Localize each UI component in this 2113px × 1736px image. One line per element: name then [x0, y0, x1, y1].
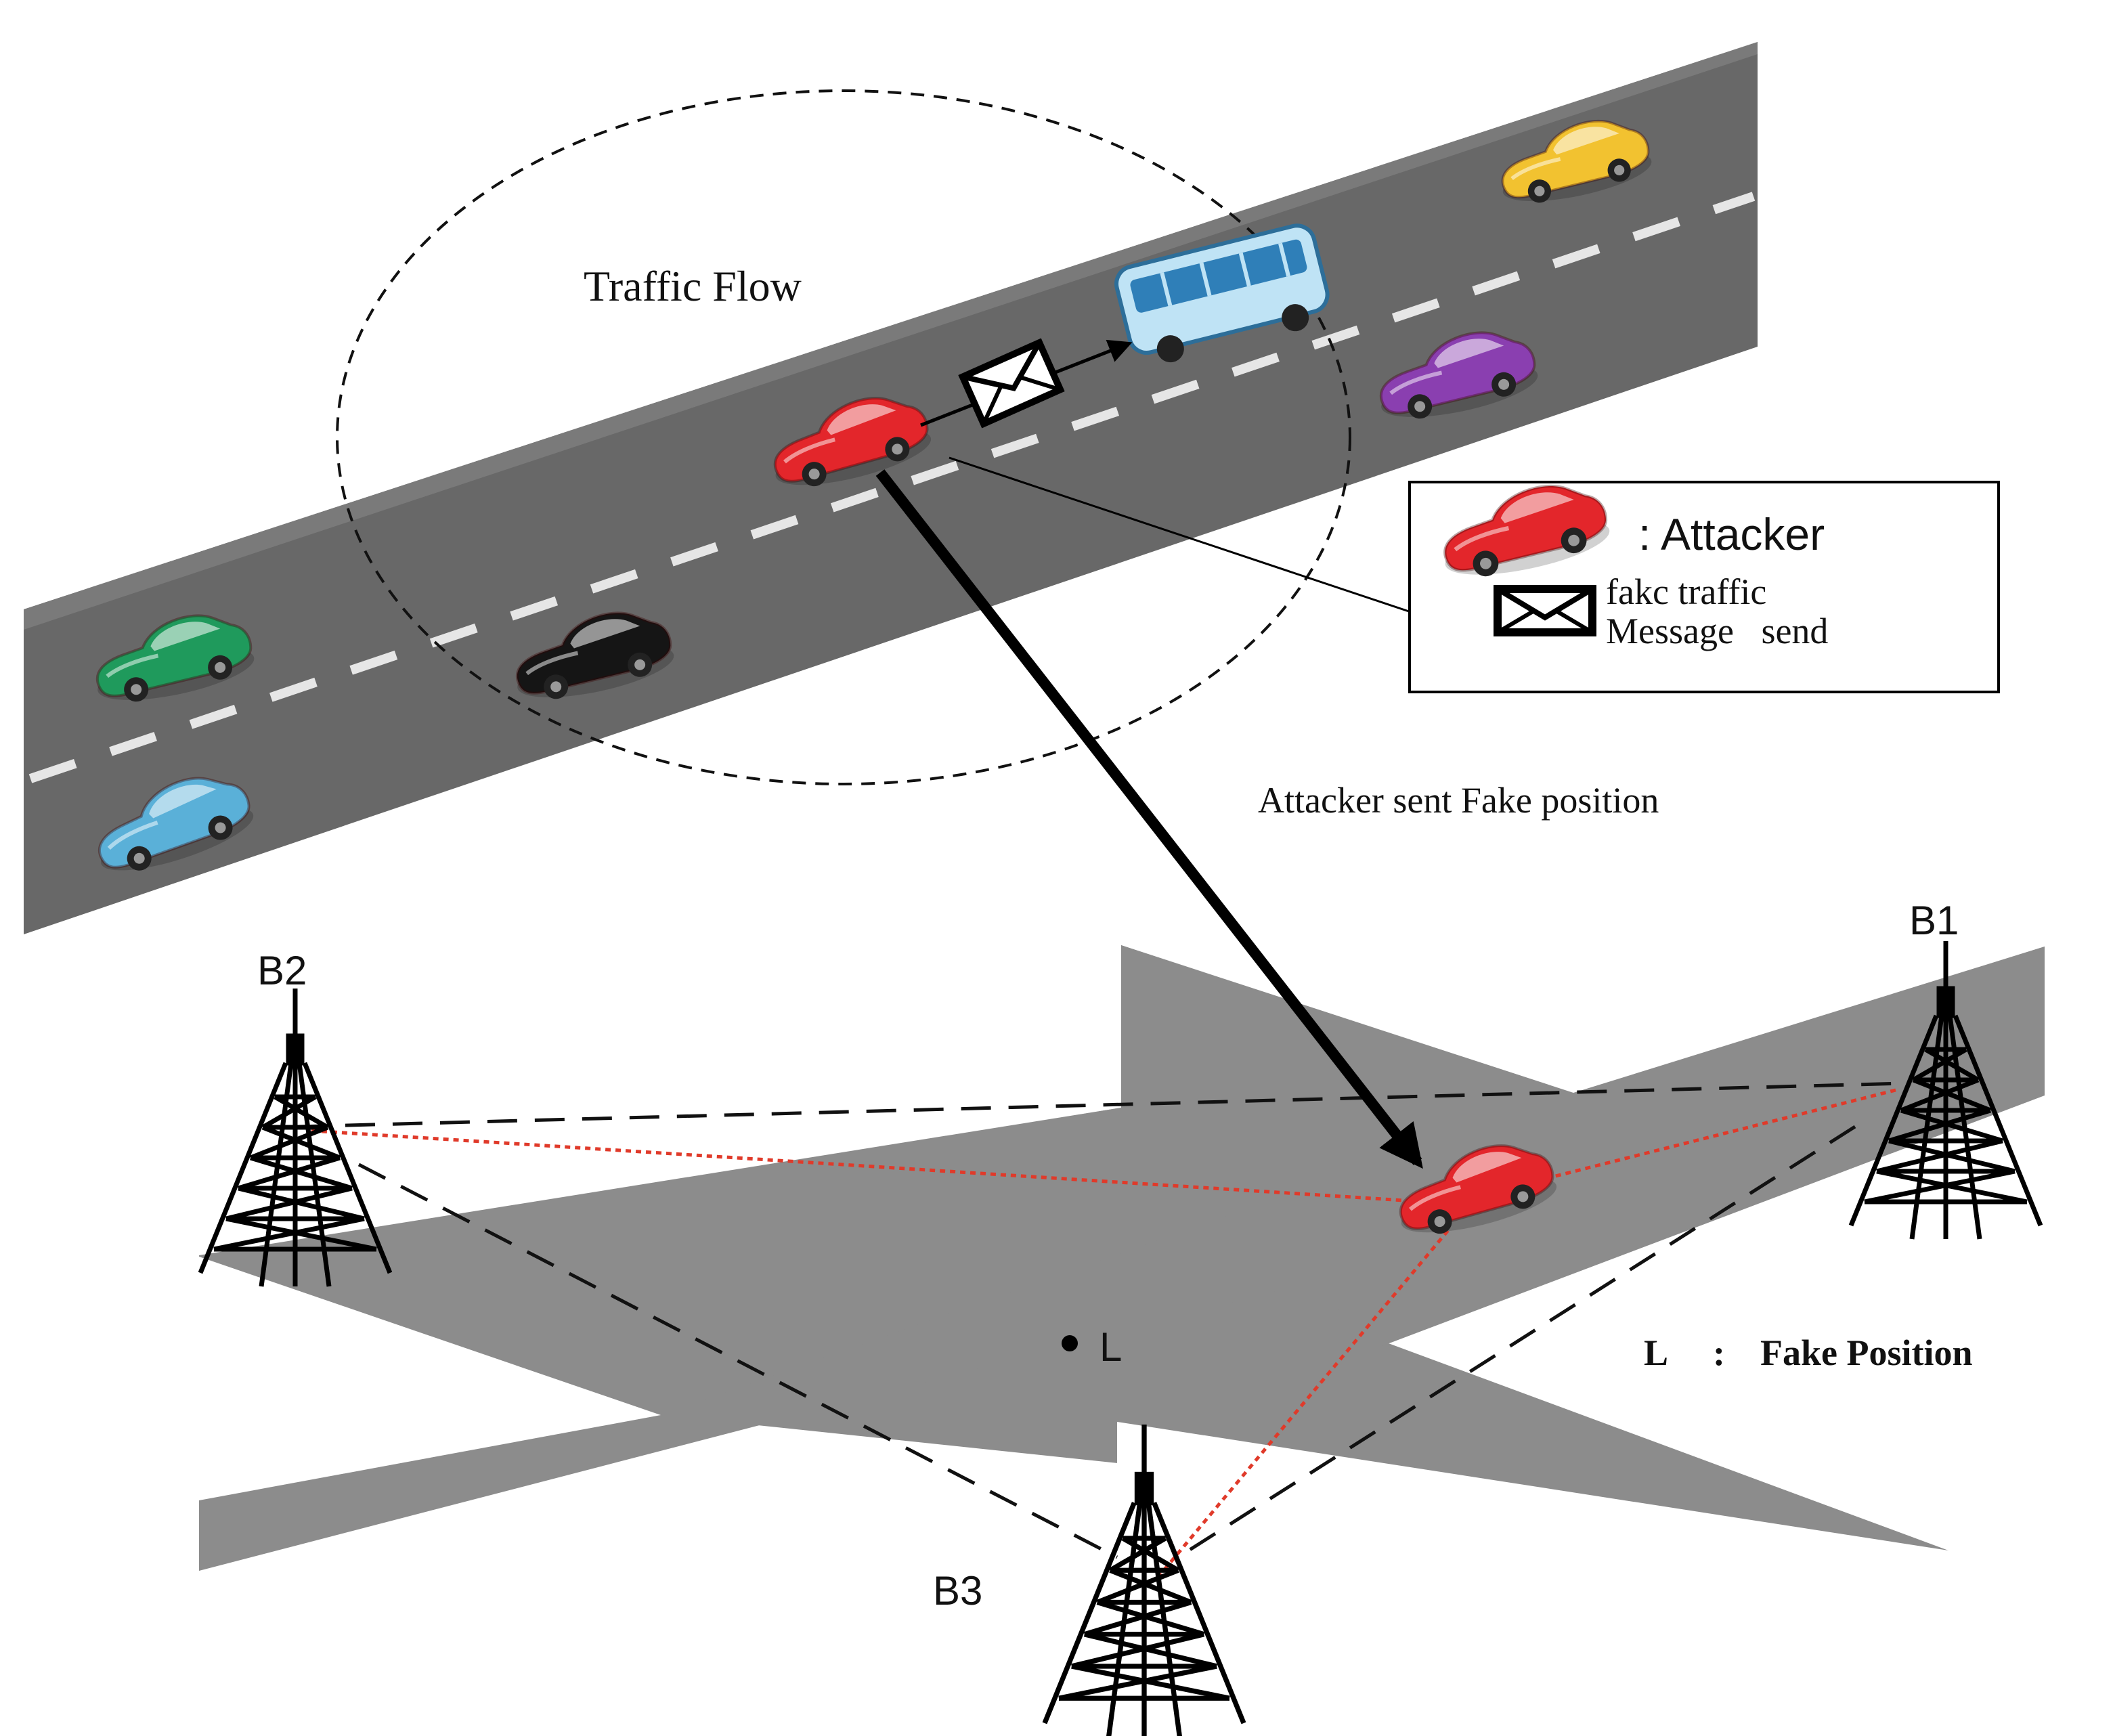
road-cutout-top	[1121, 934, 2045, 1094]
distance-b1-car	[1536, 1088, 1896, 1183]
bus	[1114, 223, 1330, 363]
triangulation-dashed-b1-b3	[1177, 1125, 1856, 1559]
legend-leader-line	[949, 456, 1420, 616]
legend-envelope-icon	[1494, 585, 1596, 636]
fake-position-arrow	[875, 469, 1423, 1169]
cross-road-vertical-top	[1121, 945, 2045, 1347]
road-cutout-left	[199, 1257, 661, 1500]
fake-position-dot	[1062, 1335, 1078, 1351]
fake-position-description: Fake Position	[1760, 1332, 1973, 1373]
highway-shoulder-shade	[24, 42, 1758, 630]
tower-label-b3: B3	[933, 1568, 982, 1613]
triangulation-dashed	[297, 1081, 1904, 1129]
legend: : Attacker fakc traffic Message send	[1408, 475, 2000, 693]
fake-position-point-label: L	[1099, 1324, 1122, 1370]
fake-position-separator: :	[1713, 1332, 1725, 1373]
distance-b2-car	[311, 1129, 1416, 1203]
traffic-flow-label: Traffic Flow	[584, 262, 802, 310]
legend-message-line1: fakc traffic	[1606, 571, 1766, 612]
communication-range-circle	[336, 89, 1351, 785]
attacker-sent-label: Attacker sent Fake position	[1258, 780, 1659, 821]
legend-message-line2: Message send	[1606, 611, 1828, 651]
tower-label-b2: B2	[257, 948, 307, 993]
fake-position-key: L	[1644, 1332, 1668, 1373]
envelope-icon	[958, 338, 1065, 429]
triangulation-dashed-b2-b3	[357, 1163, 1118, 1559]
road-cutout-right	[1381, 1165, 2045, 1550]
legend-attacker-label: : Attacker	[1638, 509, 1825, 559]
road-cutout-bottom	[1117, 1422, 1948, 1736]
tower-label-b1: B1	[1909, 898, 1959, 943]
distance-b3-car	[1156, 1228, 1450, 1579]
